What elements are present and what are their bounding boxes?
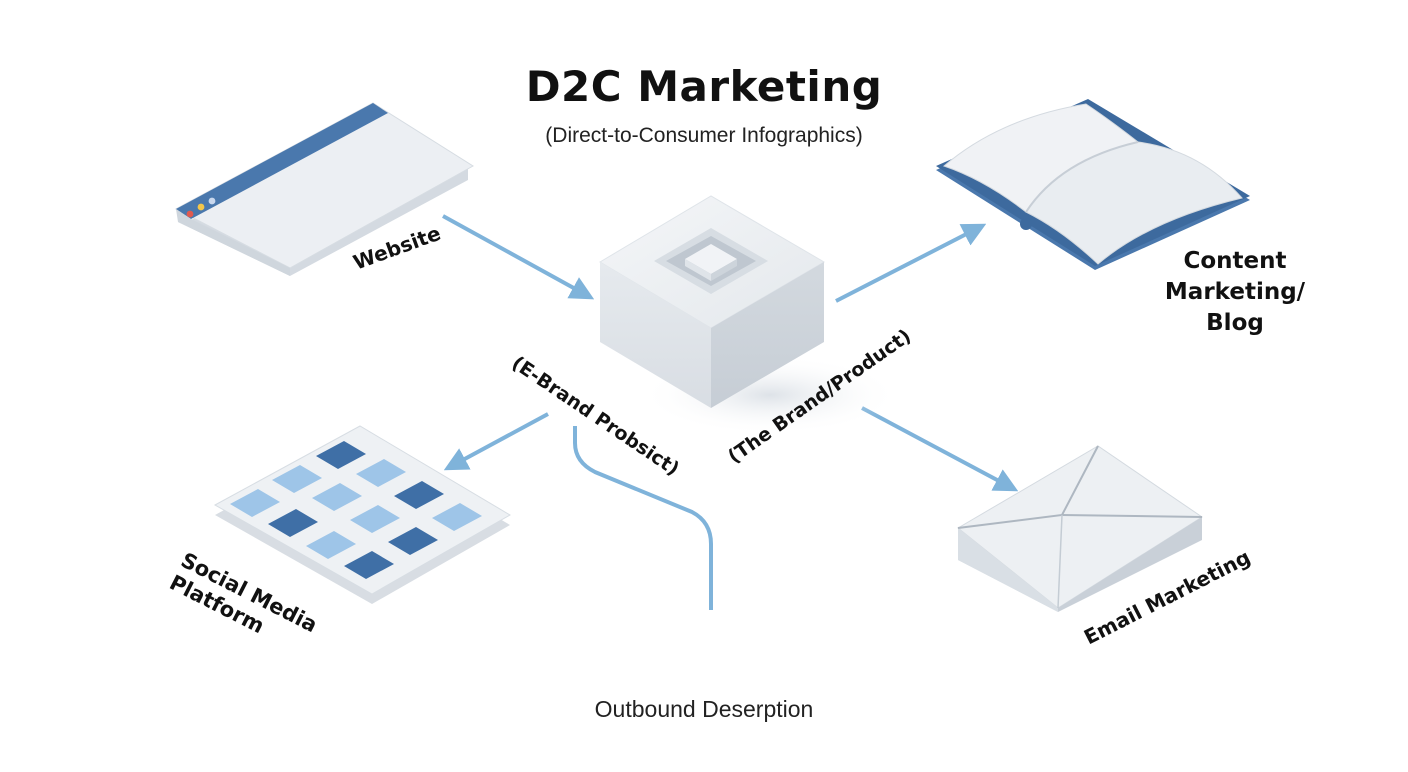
outbound-line xyxy=(573,426,713,610)
brand-cube xyxy=(599,195,900,435)
label-content-line-1: Content xyxy=(1183,248,1287,274)
social-grid-icon xyxy=(213,425,511,604)
label-content-line-3: Blog xyxy=(1206,310,1264,336)
book-icon xyxy=(936,99,1250,270)
email-envelope-icon xyxy=(957,445,1203,612)
website-icon xyxy=(174,102,474,276)
flow-arrows xyxy=(442,214,1019,610)
arrow-brand-to-social xyxy=(443,412,549,471)
footer-caption: Outbound Deserption xyxy=(594,696,814,722)
page-subtitle: (Direct-to-Consumer Infographics) xyxy=(545,124,863,147)
arrow-brand-to-email xyxy=(861,406,1019,492)
label-content-line-2: Marketing/ xyxy=(1164,279,1306,305)
arrow-website-to-brand xyxy=(442,214,595,300)
page-title: D2C Marketing xyxy=(525,62,883,111)
social-grid-tiles xyxy=(230,441,482,579)
label-content-marketing: Content Marketing/ Blog xyxy=(1160,246,1310,339)
arrow-brand-to-content xyxy=(835,223,987,303)
